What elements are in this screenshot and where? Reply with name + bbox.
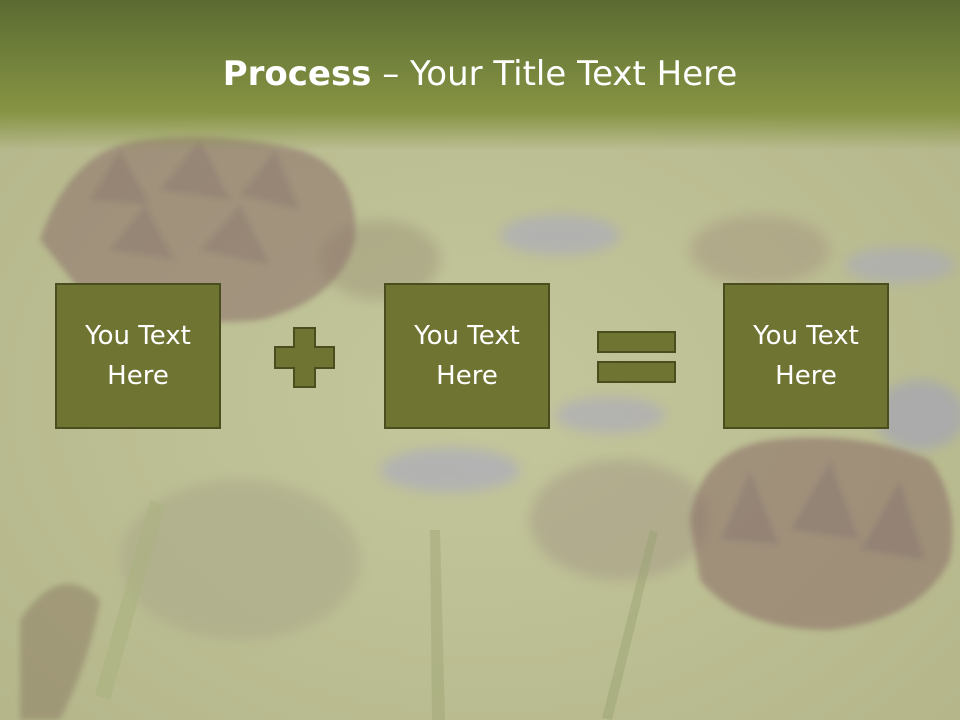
plus-icon [274,327,335,388]
process-box-1-text: You Text Here [85,321,191,391]
process-box-2[interactable]: You Text Here [384,283,550,429]
title-bold: Process [222,54,372,94]
slide-title: Process – Your Title Text Here [0,52,960,96]
process-box-1[interactable]: You Text Here [55,283,221,429]
process-box-2-text: You Text Here [414,321,520,391]
title-rest: – Your Title Text Here [371,54,738,94]
process-box-3-text: You Text Here [753,321,859,391]
process-box-3[interactable]: You Text Here [723,283,889,429]
equals-icon [597,331,676,383]
title-bar [0,0,960,150]
